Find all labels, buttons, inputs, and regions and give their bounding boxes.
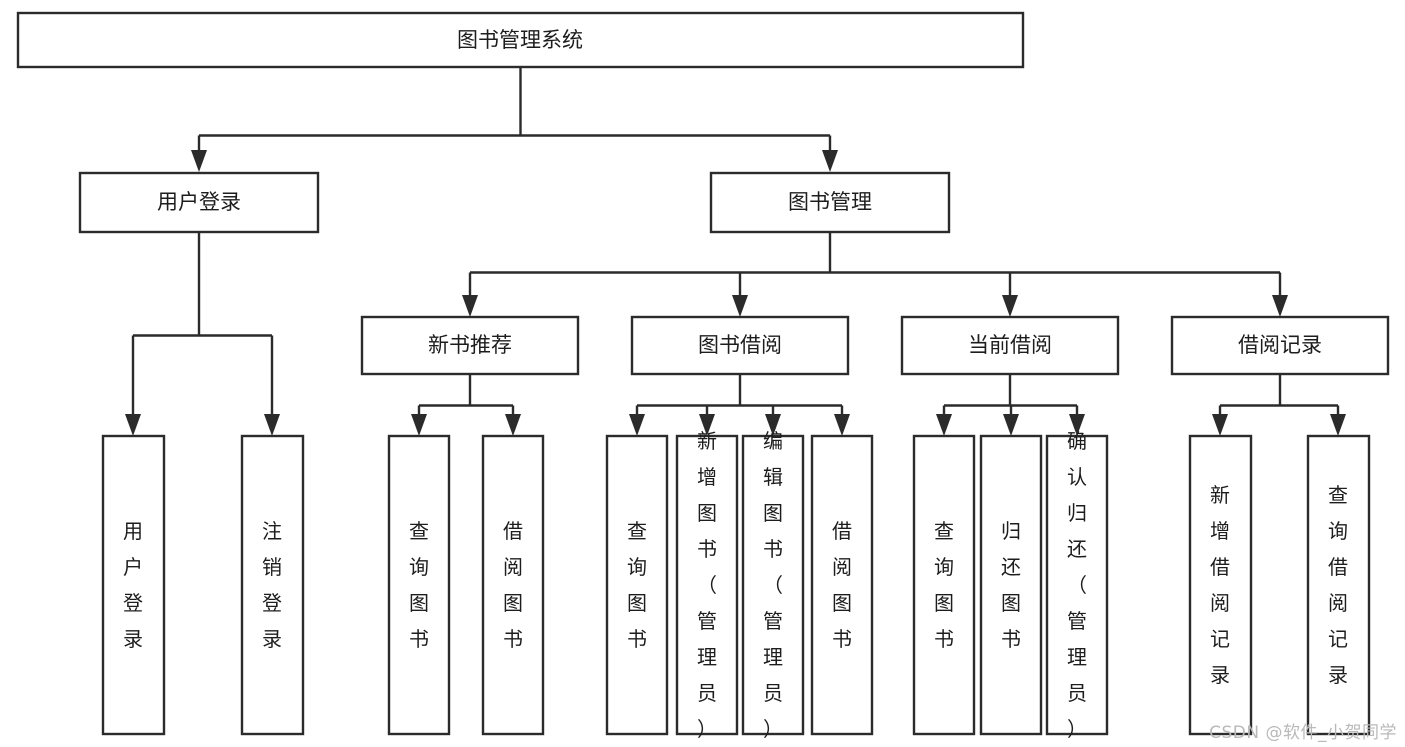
arrow-to-add-book (699, 414, 715, 436)
node-user-login-box[interactable] (78, 171, 320, 234)
arrow-to-query-book-3 (936, 414, 952, 436)
node-new-book-rec-label: 新书推荐 (428, 333, 512, 357)
node-leaf-borrow-book-2[interactable]: 借阅图书 (810, 434, 874, 736)
arrow-to-book-borrow (732, 295, 748, 317)
node-leaf-confirm-return-box[interactable] (1045, 434, 1109, 736)
node-current-borrow-box[interactable] (900, 315, 1120, 376)
node-current-borrow[interactable]: 当前借阅 (900, 315, 1120, 376)
node-new-book-rec-box[interactable] (360, 315, 580, 376)
node-leaf-query-record[interactable]: 查询借阅记录 (1306, 434, 1371, 736)
node-leaf-logout[interactable]: 注销登录 (240, 434, 305, 736)
node-book-borrow-label: 图书借阅 (698, 333, 782, 357)
node-user-login-label: 用户登录 (157, 190, 241, 214)
node-leaf-query-book-1-label: 查询图书 (409, 519, 429, 651)
arrow-to-new-book-rec (462, 295, 478, 317)
arrow-to-query-book-2 (629, 414, 645, 436)
node-leaf-add-book-box[interactable] (675, 434, 739, 736)
arrow-to-user-login (191, 150, 207, 172)
arrow-to-borrow-book-2 (834, 414, 850, 436)
node-leaf-borrow-book-1-box[interactable] (481, 434, 545, 736)
node-book-manage-label: 图书管理 (788, 190, 872, 214)
node-leaf-user-login-label: 用户登录 (123, 519, 143, 651)
arrow-to-add-record (1212, 414, 1228, 436)
arrow-to-borrow-book-1 (505, 414, 521, 436)
node-root-label: 图书管理系统 (457, 28, 583, 52)
node-leaf-query-book-3[interactable]: 查询图书 (912, 434, 976, 736)
node-borrow-record-box[interactable] (1170, 315, 1390, 376)
node-leaf-return-book-label: 归还图书 (1001, 519, 1021, 651)
node-borrow-record[interactable]: 借阅记录 (1170, 315, 1390, 376)
arrow-to-query-record (1330, 414, 1346, 436)
node-book-borrow[interactable]: 图书借阅 (630, 315, 850, 376)
arrow-to-leaf-user-login (125, 414, 141, 436)
node-leaf-borrow-book-1-label: 借阅图书 (503, 519, 523, 651)
arrow-to-current-borrow (1002, 295, 1018, 317)
node-new-book-rec[interactable]: 新书推荐 (360, 315, 580, 376)
arrow-to-confirm-return (1069, 414, 1085, 436)
node-leaf-edit-book[interactable]: 编辑图书（管理员） (741, 429, 805, 741)
node-root-box[interactable] (16, 11, 1025, 69)
node-book-manage-box[interactable] (709, 171, 951, 234)
node-leaf-query-book-3-label: 查询图书 (934, 519, 954, 651)
node-leaf-edit-book-label: 编辑图书（管理员） (763, 429, 783, 741)
node-leaf-logout-label: 注销登录 (262, 519, 282, 651)
node-leaf-confirm-return-label: 确认归还（管理员） (1067, 429, 1087, 741)
arrow-to-query-book-1 (411, 414, 427, 436)
csdn-watermark: CSDN @软件_小贺同学 (1209, 723, 1397, 743)
node-leaf-query-book-1[interactable]: 查询图书 (387, 434, 451, 736)
arrow-to-borrow-record (1272, 295, 1288, 317)
node-user-login[interactable]: 用户登录 (78, 171, 320, 234)
node-leaf-add-book-label: 新增图书（管理员） (697, 429, 717, 741)
node-leaf-return-book-box[interactable] (979, 434, 1043, 736)
arrow-to-leaf-logout (264, 414, 280, 436)
node-leaf-add-book[interactable]: 新增图书（管理员） (675, 429, 739, 741)
node-leaf-add-record[interactable]: 新增借阅记录 (1188, 434, 1253, 736)
node-book-borrow-box[interactable] (630, 315, 850, 376)
node-leaf-query-book-3-box[interactable] (912, 434, 976, 736)
node-leaf-query-record-box[interactable] (1306, 434, 1371, 736)
node-leaf-user-login-box[interactable] (101, 434, 166, 736)
node-book-manage[interactable]: 图书管理 (709, 171, 951, 234)
arrow-to-book-manage (822, 150, 838, 172)
node-leaf-borrow-book-2-box[interactable] (810, 434, 874, 736)
node-leaf-add-record-label: 新增借阅记录 (1210, 483, 1230, 687)
arrow-to-return-book (1003, 414, 1019, 436)
node-leaf-query-book-2-label: 查询图书 (627, 519, 647, 651)
node-leaf-return-book[interactable]: 归还图书 (979, 434, 1043, 736)
node-leaf-query-record-label: 查询借阅记录 (1328, 483, 1348, 687)
node-leaf-borrow-book-2-label: 借阅图书 (832, 519, 852, 651)
node-leaf-query-book-1-box[interactable] (387, 434, 451, 736)
connector-group (125, 67, 1346, 436)
node-leaf-borrow-book-1[interactable]: 借阅图书 (481, 434, 545, 736)
node-leaf-query-book-2-box[interactable] (605, 434, 669, 736)
node-leaf-edit-book-box[interactable] (741, 434, 805, 736)
node-borrow-record-label: 借阅记录 (1238, 333, 1322, 357)
node-leaf-query-book-2[interactable]: 查询图书 (605, 434, 669, 736)
node-leaf-add-record-box[interactable] (1188, 434, 1253, 736)
node-leaf-user-login[interactable]: 用户登录 (101, 434, 166, 736)
arrow-to-edit-book (765, 414, 781, 436)
node-current-borrow-label: 当前借阅 (968, 333, 1052, 357)
node-leaf-logout-box[interactable] (240, 434, 305, 736)
node-root[interactable]: 图书管理系统 (16, 11, 1025, 69)
node-leaf-confirm-return[interactable]: 确认归还（管理员） (1045, 429, 1109, 741)
